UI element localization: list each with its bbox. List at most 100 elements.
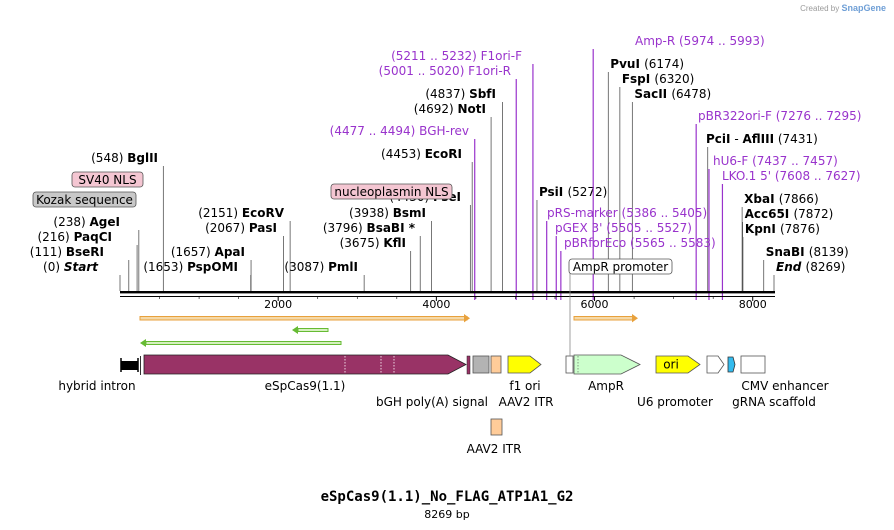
site-noti: (4692) NotI: [414, 102, 492, 291]
site-label: Acc65I (7872): [745, 207, 834, 221]
site-label: (2067) PasI: [205, 221, 277, 235]
axis-tick-label: 4000: [422, 298, 450, 311]
feature-espcas9-arrow: [143, 354, 467, 375]
label-ori: ori: [663, 358, 679, 372]
site-end: End (8269): [773, 260, 845, 291]
label-aav2-itr-1: AAV2 ITR: [499, 395, 554, 409]
label-kozak-sequence: Kozak sequence: [36, 193, 133, 207]
site-psii: PsiI (5272): [536, 185, 607, 291]
site-label: (0) Start: [43, 260, 99, 274]
site-sbfi: (4837) SbfI: [425, 87, 503, 291]
site-pmli: (3087) PmlI: [284, 260, 365, 291]
primer-label: hU6-F (7437 .. 7457): [713, 154, 838, 168]
site-label: (3087) PmlI: [284, 260, 358, 274]
site-snabi: SnaBI (8139): [763, 245, 849, 291]
primer-pgex-3: pGEX 3' (5505 .. 5527): [555, 221, 692, 300]
site-pcii-afliii: PciI - AflIII (7431): [706, 132, 818, 291]
feature-bgh-polya-box: [472, 355, 490, 374]
site-bsabi: (3796) BsaBI *: [323, 221, 421, 291]
site-ecori: (4453) EcoRI: [381, 147, 473, 291]
plasmid-length: 8269 bp: [424, 508, 470, 521]
site-pvui: PvuI (6174): [607, 57, 684, 291]
feature-aav2-itr-box-1: [490, 355, 502, 374]
site-bsmi: (3938) BsmI: [349, 206, 432, 291]
orf-reverse-1: [292, 326, 329, 334]
site-label: KpnI (7876): [745, 222, 820, 236]
orf-forward-2: [573, 314, 638, 323]
site-label: (3675) KflI: [340, 236, 406, 250]
primer-label: pGEX 3' (5505 .. 5527): [555, 221, 692, 235]
label-nucleoplasmin-nls: nucleoplasmin NLS: [334, 185, 448, 199]
site-label: (216) PaqCI: [37, 230, 112, 244]
label-sv40-nls: SV40 NLS: [78, 173, 136, 187]
feature-ori-arrow: [655, 355, 701, 374]
primer-pbr322ori-f: pBR322ori-F (7276 .. 7295): [695, 109, 861, 300]
feature-u6-promoter-arrow: [706, 355, 725, 374]
primer-label: Amp-R (5974 .. 5993): [635, 34, 765, 48]
feature-hybrid-intron: [120, 358, 139, 372]
primer-label: (5211 .. 5232) F1ori-F: [391, 49, 522, 63]
feature-labels: hybrid intron eSpCas9(1.1) bGH poly(A) s…: [58, 271, 829, 456]
site-fspi: FspI (6320): [619, 72, 694, 291]
feature-cmv-enhancer-box: [740, 355, 766, 374]
snapgene-logo-text: SnapGene: [841, 3, 886, 13]
label-cmv-enhancer: CMV enhancer: [741, 379, 828, 393]
site-apai: (1657) ApaI: [171, 245, 252, 291]
primer-sites: (5211 .. 5232) F1ori-F(5001 .. 5020) F1o…: [330, 34, 861, 300]
site-label: (1657) ApaI: [171, 245, 245, 259]
site-label: (2151) EcoRV: [198, 206, 285, 220]
site-kfli: (3675) KflI: [340, 236, 412, 291]
primer-label: pBRforEco (5565 .. 5583): [564, 236, 716, 250]
primer-label: (4477 .. 4494) BGH-rev: [330, 124, 469, 138]
site-bseri: (111) BseRI: [30, 245, 130, 291]
credit-prefix: Created by: [800, 4, 840, 13]
site-label: (548) BglII: [91, 151, 158, 165]
site-label: (4453) EcoRI: [381, 147, 462, 161]
site-agei: (238) AgeI: [53, 215, 140, 291]
primer-label: (5001 .. 5020) F1ori-R: [379, 64, 511, 78]
primer-lko-1-5: LKO.1 5' (7608 .. 7627): [721, 169, 861, 300]
site-start: (0) Start: [43, 260, 121, 291]
site-label: (1653) PspOMI: [143, 260, 238, 274]
axis-tick-label: 6000: [581, 298, 609, 311]
primer-prs-marker: pRS-marker (5386 .. 5405): [546, 206, 707, 300]
primer-bgh-rev: (4477 .. 4494) BGH-rev: [330, 124, 476, 300]
site-label: (238) AgeI: [53, 215, 120, 229]
site-pasi: (2067) PasI: [205, 221, 284, 291]
primer-f1ori-r: (5001 .. 5020) F1ori-R: [379, 64, 517, 300]
site-label: (3796) BsaBI *: [323, 221, 416, 235]
label-bgh-polya: bGH poly(A) signal: [376, 395, 488, 409]
label-f1-ori: f1 ori: [509, 379, 540, 393]
snapgene-credit: Created by SnapGene: [800, 3, 886, 13]
feature-nls-marker: [466, 355, 471, 375]
label-aav2-itr-2: AAV2 ITR: [467, 442, 522, 456]
site-label: FspI (6320): [622, 72, 694, 86]
site-label: PvuI (6174): [610, 57, 684, 71]
primer-label: LKO.1 5' (7608 .. 7627): [722, 169, 861, 183]
site-label: SnaBI (8139): [766, 245, 849, 259]
site-label: (4692) NotI: [414, 102, 486, 116]
feature-ampr-arrow: [573, 354, 641, 375]
site-label: End (8269): [776, 260, 845, 274]
feature-aav2-itr-box-2: [490, 418, 503, 436]
site-xbai: XbaI (7866): [741, 192, 819, 291]
label-hybrid-intron: hybrid intron: [58, 379, 135, 393]
label-espcas9: eSpCas9(1.1): [265, 379, 346, 393]
site-label: SacII (6478): [634, 87, 711, 101]
plasmid-title: eSpCas9(1.1)_No_FLAG_ATP1A1_G2: [320, 489, 574, 505]
label-ampr-promoter: AmpR promoter: [573, 260, 668, 274]
site-label: (4837) SbfI: [425, 87, 496, 101]
feature-grna-scaffold-arrow: [727, 356, 736, 373]
primer-amp-r: Amp-R (5974 .. 5993): [592, 34, 765, 300]
site-paqci: (216) PaqCI: [37, 230, 138, 291]
primer-f1ori-f: (5211 .. 5232) F1ori-F: [391, 49, 534, 300]
site-label: (3938) BsmI: [349, 206, 426, 220]
site-ecorv: (2151) EcoRV: [198, 206, 291, 291]
axis-tick-label: 2000: [264, 298, 292, 311]
orf-reverse-2: [140, 339, 342, 347]
label-u6-promoter: U6 promoter: [637, 395, 713, 409]
site-label: XbaI (7866): [744, 192, 819, 206]
